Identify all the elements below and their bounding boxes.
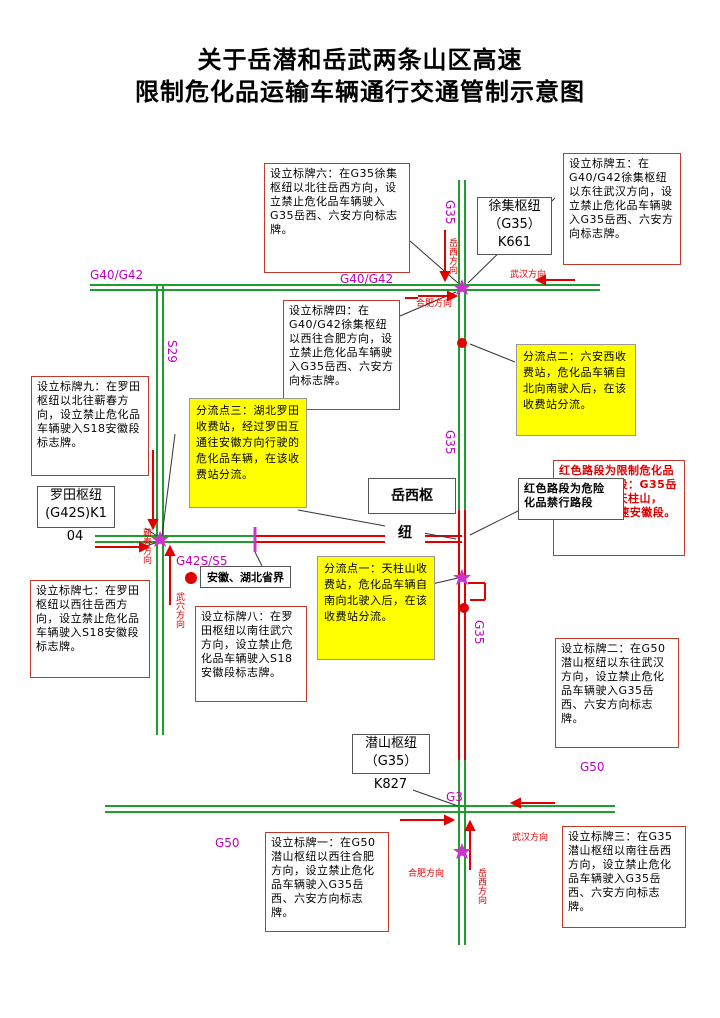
toll-dot-liuanxi: [457, 338, 467, 348]
hub-qianshan: 潜山枢纽 （G35）: [352, 734, 430, 774]
hub-luotian-km: 04: [60, 528, 90, 546]
restricted-section-s18: [255, 535, 462, 543]
toll-dot-luotian: [185, 572, 197, 584]
hub-qianshan-code: （G35）: [364, 754, 418, 769]
hub-luotian: 罗田枢纽 (G42S)K1: [37, 486, 115, 528]
dir-label-wuhan-top: 武汉方向: [510, 270, 547, 280]
dir-label-wuhan-bottom: 武汉方向: [512, 833, 549, 843]
hub-luotian-name: 罗田枢纽: [49, 488, 102, 503]
dir-label-yuexi-top: 岳西方向: [447, 238, 457, 274]
border-text: 安徽、湖北省界: [207, 571, 284, 584]
map-title-line1: 关于岳潜和岳武两条山区高速: [197, 45, 523, 74]
hub-yuexi: 岳西枢: [368, 478, 456, 514]
hub-qianshan-name: 潜山枢纽: [364, 736, 417, 751]
road-label-g35-top: G35: [443, 200, 457, 225]
red-section-label-line1: 红色路段为危险: [524, 482, 605, 495]
hub-xuji-name: 徐集枢纽: [488, 199, 541, 214]
border-leader-line: [254, 551, 263, 567]
road-label-s29: S29: [165, 340, 179, 363]
hub-xuji: 徐集枢纽 （G35） K661: [477, 197, 552, 255]
hub-stars: [151, 279, 471, 859]
road-label-g50-left: G50: [215, 836, 240, 850]
dir-label-yuexi-bottom: 岳西方向: [476, 868, 486, 904]
star-icon: [453, 843, 471, 859]
road-g40-g42: [90, 284, 600, 291]
hub-xuji-code: （G35）: [488, 217, 541, 232]
star-icon: [453, 569, 471, 585]
dir-label-wuxue: 武穴方向: [174, 592, 184, 628]
road-label-g50-right: G50: [580, 760, 605, 774]
callout-leader-lines: [139, 197, 556, 807]
sign-eight: 设立标牌八：在罗田枢纽以南往武穴方向，设立禁止危化品车辆驶入S18安徽段标志牌。: [195, 606, 307, 702]
diversion-point-two: 分流点二：六安西收费站，危化品车辆自北向南驶入后，在该收费站分流。: [516, 344, 636, 436]
road-label-g35-mid: G35: [443, 430, 457, 455]
sign-seven: 设立标牌七：在罗田枢纽以西往岳西方向，设立禁止危化品车辆驶入S18安徽段标志牌。: [30, 580, 150, 678]
road-label-g42s: G42S/S5: [176, 554, 228, 568]
red-section-label: 红色路段为危险 化品禁行路段: [518, 478, 624, 520]
road-g42s-s5: [95, 535, 255, 543]
dir-label-hefei-top: 合肥方向: [416, 299, 453, 309]
red-section-label-line2: 化品禁行路段: [524, 496, 593, 509]
sign-three: 设立标牌三：在G35潜山枢纽以南往岳西方向，设立禁止危化品车辆驶入G35岳西、六…: [562, 826, 686, 928]
road-label-g40-right: G40/G42: [340, 272, 394, 286]
road-g50: [105, 805, 615, 813]
diversion-point-one: 分流点一：天柱山收费站，危化品车辆自南向北驶入后，在该收费站分流。: [317, 556, 435, 660]
province-border-label: 安徽、湖北省界: [200, 566, 291, 588]
hub-yuexi-name2: 纽: [385, 524, 425, 544]
dir-label-qichun: 蕲春方向: [141, 528, 151, 564]
sign-four: 设立标牌四：在G40/G42徐集枢纽以西往合肥方向，设立禁止危化品车辆驶入G35…: [283, 300, 400, 410]
sign-nine: 设立标牌九：在罗田枢纽以北往蕲春方向，设立禁止危化品车辆驶入S18安徽段标志牌。: [31, 376, 149, 476]
sign-six: 设立标牌六：在G35徐集枢纽以北往岳西方向，设立禁止危化品车辆驶入G35岳西、六…: [264, 163, 410, 273]
star-icon: [151, 531, 169, 547]
diversion-point-three: 分流点三：湖北罗田收费站，经过罗田互通往安徽方向行驶的危化品车辆，在该收费站分流…: [189, 398, 307, 508]
dir-label-hefei-bottom: 合肥方向: [408, 869, 445, 879]
road-label-g35-small: G3: [446, 790, 463, 804]
sign-two: 设立标牌二：在G50潜山枢纽以东往武汉方向，设立禁止危化品车辆驶入G35岳西、六…: [555, 638, 679, 748]
toll-dot-tianzhushan: [459, 603, 469, 613]
sign-one: 设立标牌一：在G50潜山枢纽以西往合肥方向，设立禁止危化品车辆驶入G35岳西、六…: [265, 832, 389, 932]
road-label-g40-left: G40/G42: [90, 268, 144, 282]
star-icon: [453, 279, 471, 295]
road-s29: [156, 285, 164, 735]
hub-xuji-km: K661: [497, 235, 532, 250]
direction-arrows: [95, 230, 575, 870]
map-title-line2: 限制危化品运输车辆通行交通管制示意图: [135, 77, 585, 106]
restricted-section-g35: [458, 510, 466, 760]
road-label-g35-lower: G35: [472, 620, 486, 645]
hub-qianshan-km: K827: [368, 776, 413, 794]
sign-five: 设立标牌五：在G40/G42徐集枢纽以东往武汉方向，设立禁止危化品车辆驶入G35…: [563, 153, 681, 265]
hub-luotian-code: (G42S)K1: [45, 506, 107, 521]
